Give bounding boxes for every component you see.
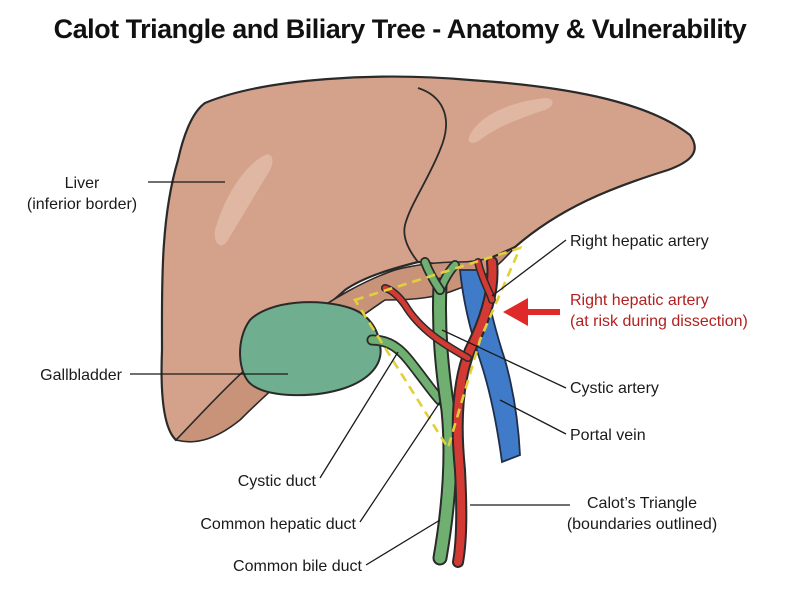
biliary-tree xyxy=(239,257,460,566)
leader-cystic-artery xyxy=(441,329,567,389)
label-common-bile-duct: Common bile duct xyxy=(233,558,363,575)
label-calot-triangle: Calot’s Triangle xyxy=(587,495,697,512)
label-liver: Liver xyxy=(65,175,100,192)
right-hepatic-duct-fill xyxy=(421,258,444,294)
calot-triangle-outline xyxy=(353,245,523,452)
label-calot-triangle-sub: (boundaries outlined) xyxy=(567,516,717,533)
leader-lines xyxy=(130,181,570,566)
common-bile-duct-fill xyxy=(433,279,456,564)
leader-right-hepatic-artery xyxy=(491,239,567,297)
leader-cystic-duct xyxy=(319,351,399,479)
labels: Liver (inferior border) Gallbladder Cyst… xyxy=(27,175,748,575)
label-cystic-duct: Cystic duct xyxy=(238,473,317,490)
leader-common-hepatic-duct xyxy=(359,401,441,523)
label-liver-sub: (inferior border) xyxy=(27,196,137,213)
label-right-hepatic-artery: Right hepatic artery xyxy=(570,233,709,250)
cystic-artery-fill xyxy=(382,285,471,361)
label-cystic-artery: Cystic artery xyxy=(570,380,659,397)
page-title: Calot Triangle and Biliary Tree - Anatom… xyxy=(53,14,747,44)
leader-common-bile-duct xyxy=(365,519,441,566)
risk-arrow xyxy=(503,298,560,326)
label-gallbladder: Gallbladder xyxy=(40,367,123,384)
hepatic-artery-main-fill xyxy=(453,258,497,566)
liver-highlight-right xyxy=(468,98,553,143)
leader-portal-vein xyxy=(499,399,567,435)
liver-highlight-left xyxy=(214,154,273,246)
label-risk-title: Right hepatic artery xyxy=(570,292,709,309)
gallbladder xyxy=(239,301,382,397)
liver-lobe-division xyxy=(403,87,447,263)
label-risk-sub: (at risk during dissection) xyxy=(570,313,748,330)
label-common-hepatic-duct: Common hepatic duct xyxy=(200,516,356,533)
cystic-duct-fill xyxy=(368,336,444,404)
arteries xyxy=(381,256,499,568)
right-hepatic-artery-fill xyxy=(475,259,495,303)
label-portal-vein: Portal vein xyxy=(570,427,646,444)
